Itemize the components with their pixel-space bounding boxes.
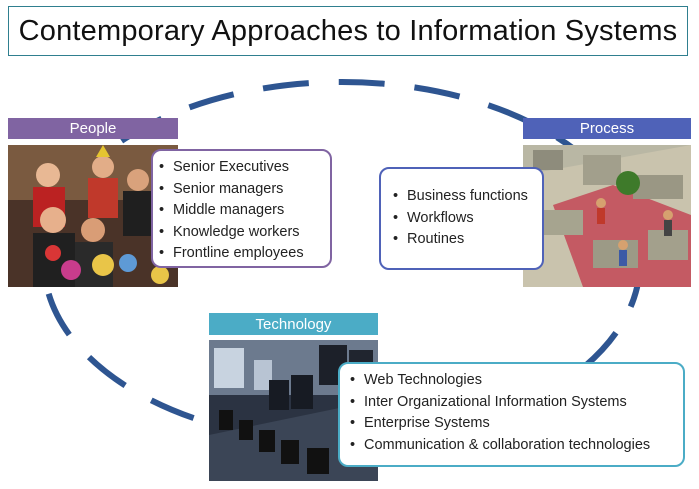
process-list: Business functions Workflows Routines	[381, 169, 542, 251]
list-item: Workflows	[387, 208, 542, 230]
list-item: Middle managers	[153, 200, 330, 222]
people-photo	[8, 145, 178, 287]
process-photo	[523, 145, 691, 287]
list-item: Senior Executives	[153, 157, 330, 179]
people-label: People	[8, 118, 178, 139]
technology-bubble: Web Technologies Inter Organizational In…	[338, 362, 685, 467]
list-item: Frontline employees	[153, 243, 330, 265]
list-item: Knowledge workers	[153, 222, 330, 244]
list-item: Routines	[387, 229, 542, 251]
list-item: Business functions	[387, 186, 542, 208]
process-label: Process	[523, 118, 691, 139]
list-item: Inter Organizational Information Systems	[344, 392, 683, 414]
process-bubble: Business functions Workflows Routines	[379, 167, 544, 270]
list-item: Communication & collaboration technologi…	[344, 435, 683, 457]
technology-list: Web Technologies Inter Organizational In…	[340, 364, 683, 456]
title-box: Contemporary Approaches to Information S…	[8, 6, 688, 56]
slide-title: Contemporary Approaches to Information S…	[18, 14, 678, 47]
list-item: Web Technologies	[344, 370, 683, 392]
list-item: Enterprise Systems	[344, 413, 683, 435]
people-bubble: Senior Executives Senior managers Middle…	[151, 149, 332, 268]
technology-label: Technology	[209, 313, 378, 335]
people-list: Senior Executives Senior managers Middle…	[153, 151, 330, 265]
list-item: Senior managers	[153, 179, 330, 201]
